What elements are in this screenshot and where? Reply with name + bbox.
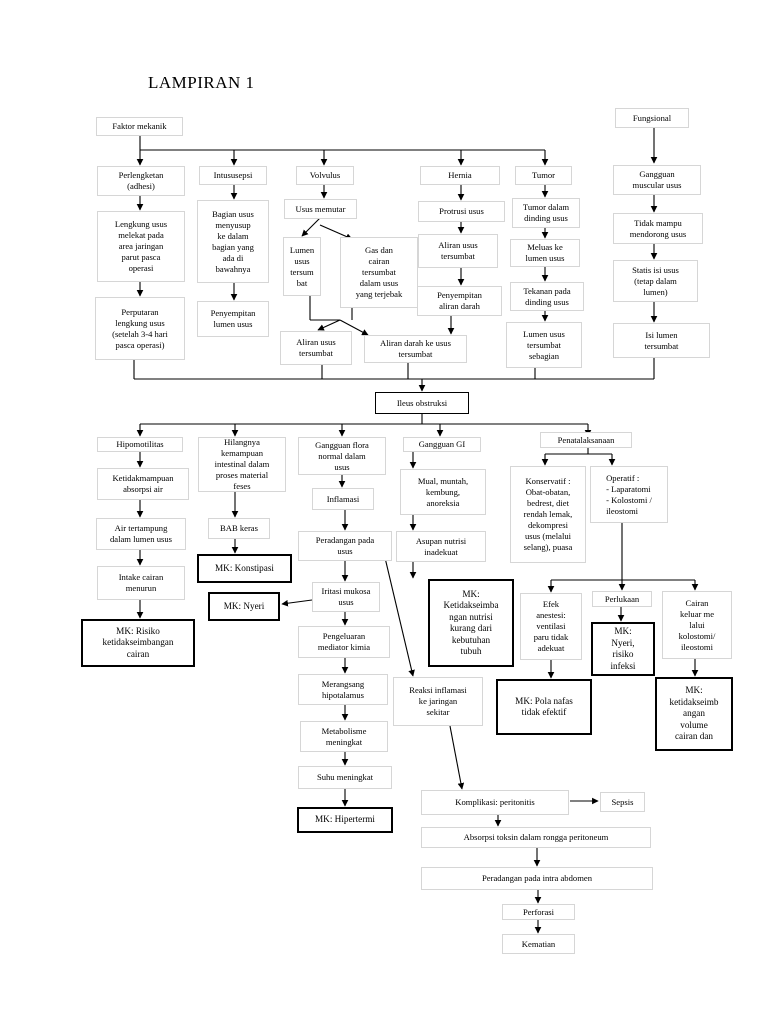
mk-volume-cairan: MK: ketidakseimb angan volume cairan dan xyxy=(655,677,733,751)
node-aliran-usus-volvulus: Aliran usus tersumbat xyxy=(280,331,352,365)
node-asupan-nutrisi: Asupan nutrisi inadekuat xyxy=(396,531,486,562)
node-hernia: Hernia xyxy=(420,166,500,185)
node-faktor-mekanik: Faktor mekanik xyxy=(96,117,183,136)
mk-risiko-cairan: MK: Risiko ketidakseimbangan cairan xyxy=(81,619,195,667)
node-aliran-usus-hernia: Aliran usus tersumbat xyxy=(418,234,498,268)
mk-nyeri-infeksi: MK: Nyeri, risiko infeksi xyxy=(591,622,655,676)
mk-hipertermi: MK: Hipertermi xyxy=(297,807,393,833)
node-penatalaksanaan: Penatalaksanaan xyxy=(540,432,632,448)
mk-pola-nafas: MK: Pola nafas tidak efektif xyxy=(496,679,592,735)
node-intake-cairan: Intake cairan menurun xyxy=(97,566,185,600)
node-inflamasi: Inflamasi xyxy=(312,488,374,510)
node-konservatif: Konservatif : Obat-obatan, bedrest, diet… xyxy=(510,466,586,563)
mk-nyeri: MK: Nyeri xyxy=(208,592,280,621)
node-perputaran: Perputaran lengkung usus (setelah 3-4 ha… xyxy=(95,297,185,360)
node-air-tertampung: Air tertampung dalam lumen usus xyxy=(96,518,186,550)
node-penyempitan-aliran: Penyempitan aliran darah xyxy=(417,286,502,316)
node-tumor-dinding: Tumor dalam dinding usus xyxy=(512,198,580,228)
node-isi-lumen: Isi lumen tersumbat xyxy=(613,323,710,358)
node-perlukaan: Perlukaan xyxy=(592,591,652,607)
node-gangguan-muscular: Gangguan muscular usus xyxy=(613,165,701,195)
node-operatif: Operatif : - Laparatomi - Kolostomi / il… xyxy=(590,466,668,523)
node-perforasi: Perforasi xyxy=(502,904,575,920)
mk-ketidakseimbangan-nutrisi: MK: Ketidakseimba ngan nutrisi kurang da… xyxy=(428,579,514,667)
node-fungsional: Fungsional xyxy=(615,108,689,128)
node-merangsang: Merangsang hipotalamus xyxy=(298,674,388,705)
node-gangguan-flora: Gangguan flora normal dalam usus xyxy=(298,437,386,475)
node-penyempitan-lumen: Penyempitan lumen usus xyxy=(197,301,269,337)
node-absorpsi-toksin: Absorpsi toksin dalam rongga peritoneum xyxy=(421,827,651,848)
node-hilangnya: Hilangnya kemampuan intestinal dalam pro… xyxy=(198,437,286,492)
node-efek-anestesi: Efek anestesi: ventilasi paru tidak adek… xyxy=(520,593,582,660)
node-iritasi-mukosa: Iritasi mukosa usus xyxy=(312,582,380,612)
node-aliran-darah: Aliran darah ke usus tersumbat xyxy=(364,335,467,363)
node-tumor: Tumor xyxy=(515,166,572,185)
node-cairan-keluar: Cairan keluar me lalui kolostomi/ ileost… xyxy=(662,591,732,659)
node-usus-memutar: Usus memutar xyxy=(284,199,357,219)
node-bagian-usus: Bagian usus menyusup ke dalam bagian yan… xyxy=(197,200,269,283)
node-mual: Mual, muntah, kembung, anoreksia xyxy=(400,469,486,515)
node-tidak-mampu: Tidak mampu mendorong usus xyxy=(613,213,703,244)
node-pengeluaran-mediator: Pengeluaran mediator kimia xyxy=(298,626,390,658)
node-perlengketan: Perlengketan (adhesi) xyxy=(97,166,185,196)
node-volvulus: Volvulus xyxy=(296,166,354,185)
node-meluas-lumen: Meluas ke lumen usus xyxy=(510,239,580,267)
node-sepsis: Sepsis xyxy=(600,792,645,812)
node-gas-cairan: Gas dan cairan tersumbat dalam usus yang… xyxy=(340,237,418,308)
node-kematian: Kematian xyxy=(502,934,575,954)
node-protrusi-usus: Protrusi usus xyxy=(418,201,505,222)
mk-konstipasi: MK: Konstipasi xyxy=(197,554,292,583)
node-ileus-obstruksi: Ileus obstruksi xyxy=(375,392,469,414)
node-hipomotilitas: Hipomotilitas xyxy=(97,437,183,452)
node-tekanan-dinding: Tekanan pada dinding usus xyxy=(510,282,584,311)
node-lumen-sebagian: Lumen usus tersumbat sebagian xyxy=(506,322,582,368)
node-lengkung-usus: Lengkung usus melekat pada area jaringan… xyxy=(97,211,185,282)
node-gangguan-gi: Gangguan GI xyxy=(403,437,481,452)
page-title: LAMPIRAN 1 xyxy=(148,73,255,92)
node-bab-keras: BAB keras xyxy=(208,518,270,539)
node-intususepsi: Intususepsi xyxy=(199,166,267,185)
node-peradangan-abdomen: Peradangan pada intra abdomen xyxy=(421,867,653,890)
node-komplikasi: Komplikasi: peritonitis xyxy=(421,790,569,815)
node-lumen-tersumbat: Lumen usus tersum bat xyxy=(283,237,321,296)
node-ketidakmampuan: Ketidakmampuan absorpsi air xyxy=(97,468,189,500)
node-reaksi-inflamasi: Reaksi inflamasi ke jaringan sekitar xyxy=(393,677,483,726)
node-statis-isi: Statis isi usus (tetap dalam lumen) xyxy=(613,260,698,302)
node-peradangan-usus: Peradangan pada usus xyxy=(298,531,392,561)
node-suhu-meningkat: Suhu meningkat xyxy=(298,766,392,789)
node-metabolisme: Metabolisme meningkat xyxy=(300,721,388,752)
